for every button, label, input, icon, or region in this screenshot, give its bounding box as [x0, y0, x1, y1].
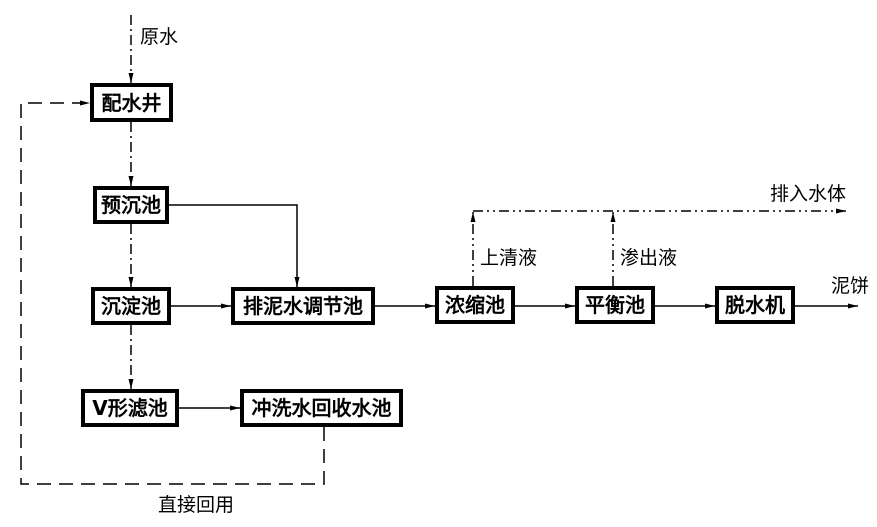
node-label: 脱水机	[725, 293, 785, 317]
node-label: 浓缩池	[445, 293, 505, 317]
direct-reuse-loop	[20, 100, 325, 485]
node-distribution-well: 配水井	[90, 83, 173, 122]
label-direct-reuse: 直接回用	[158, 494, 234, 516]
node-thickener: 浓缩池	[435, 286, 515, 324]
node-sludge-regulating: 排泥水调节池	[231, 287, 375, 325]
node-backwash-recovery: 冲洗水回收水池	[240, 389, 403, 427]
node-v-filter: V形滤池	[81, 389, 179, 427]
node-sedimentation: 沉淀池	[91, 287, 171, 325]
node-label: 预沉池	[101, 193, 161, 217]
label-filtrate: 渗出液	[620, 247, 677, 269]
node-pre-sedimentation: 预沉池	[93, 186, 169, 224]
label-discharge: 排入水体	[770, 183, 846, 205]
label-raw-water: 原水	[140, 26, 178, 48]
node-label: V形滤池	[92, 396, 167, 420]
label-supernatant: 上清液	[480, 247, 537, 269]
node-dewatering-machine: 脱水机	[715, 286, 795, 324]
label-sludge-cake: 泥饼	[831, 275, 869, 297]
node-balance-tank: 平衡池	[575, 286, 655, 324]
presed-to-regulating	[169, 204, 300, 287]
node-label: 冲洗水回收水池	[252, 396, 392, 420]
node-label: 沉淀池	[101, 294, 161, 318]
node-label: 排泥水调节池	[243, 294, 363, 318]
node-label: 配水井	[102, 91, 162, 115]
node-label: 平衡池	[585, 293, 645, 317]
